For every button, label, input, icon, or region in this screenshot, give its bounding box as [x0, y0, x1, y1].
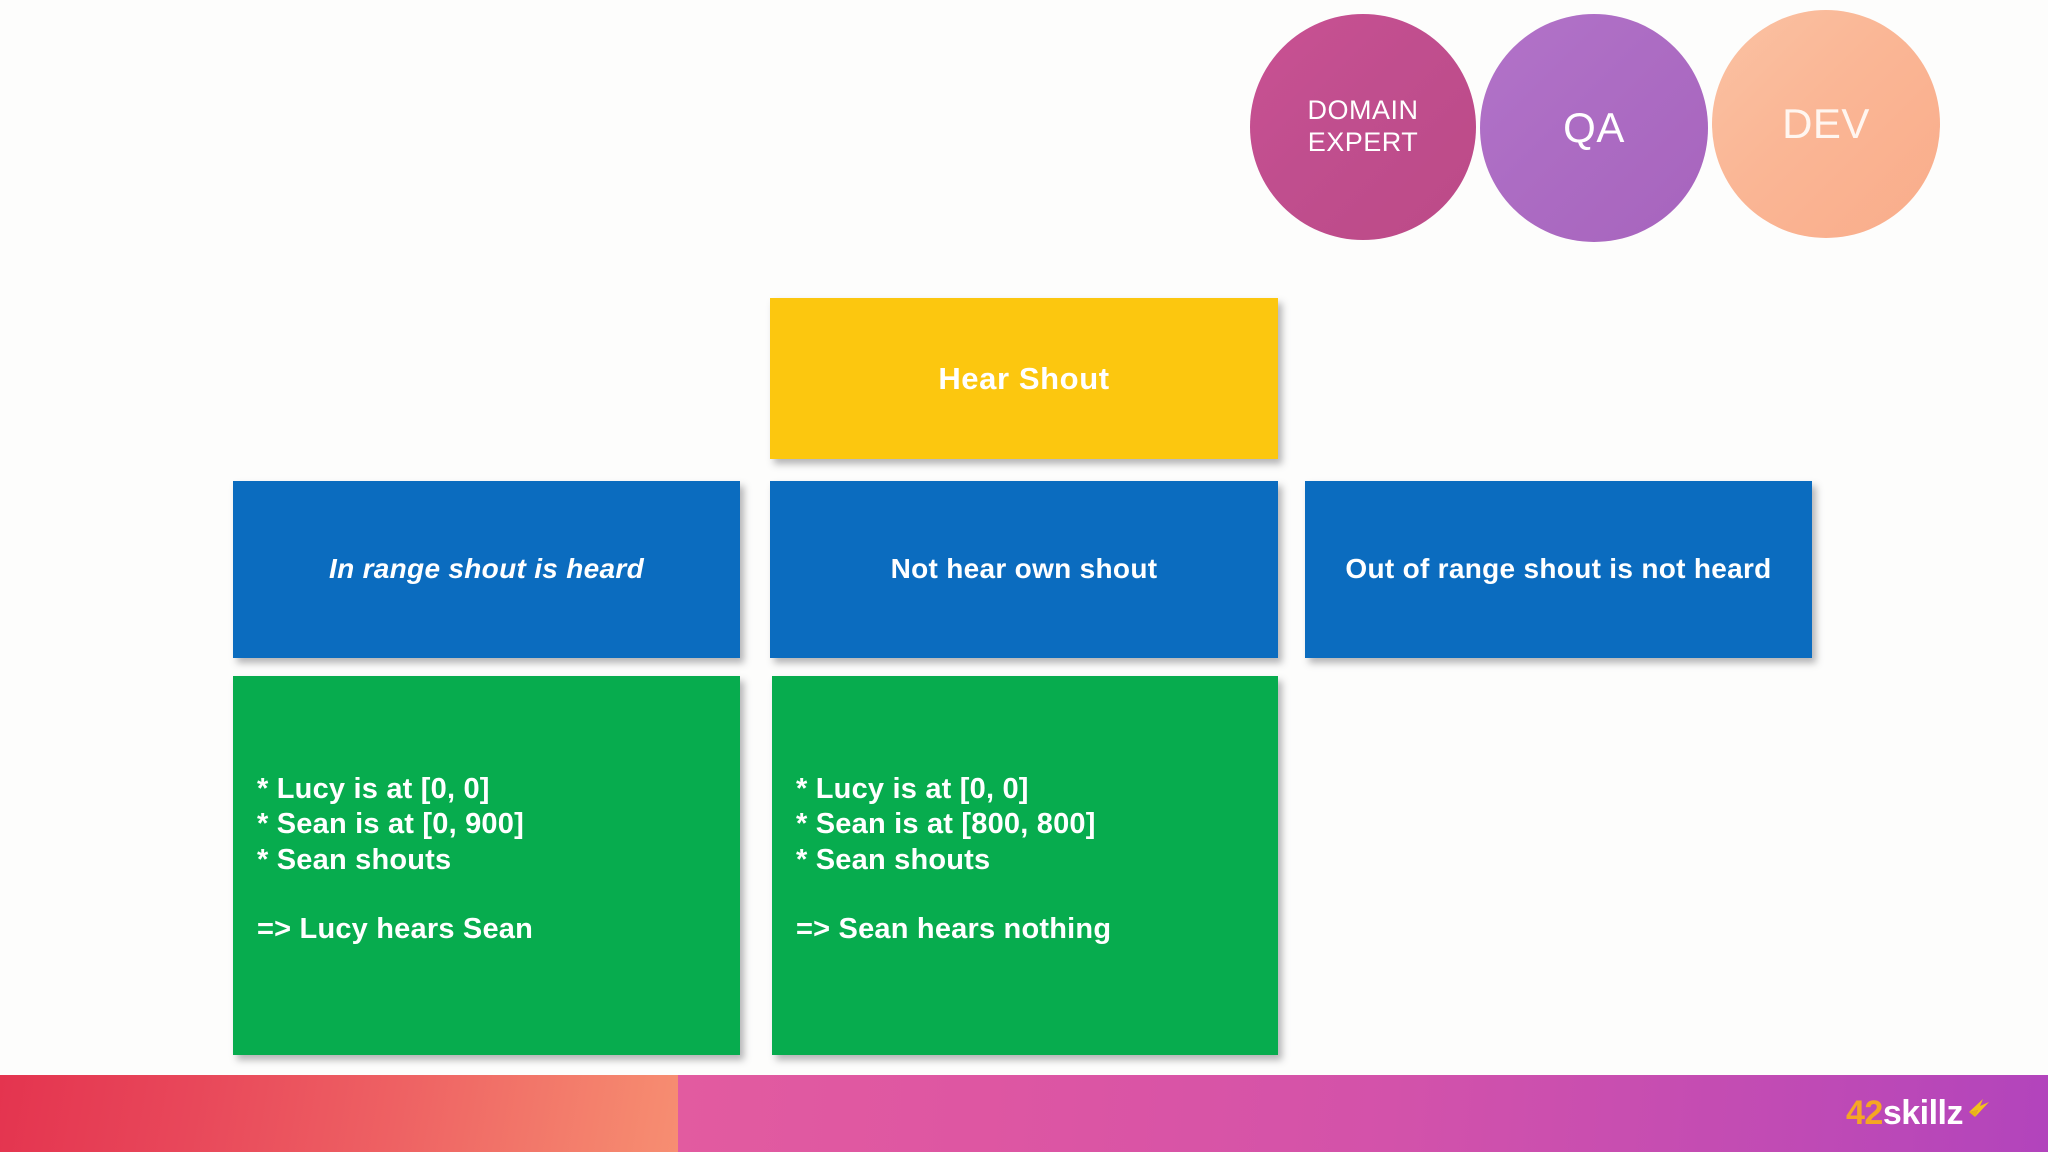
lightning-flag-icon: [1966, 1093, 1992, 1119]
example-line: * Lucy is at [0, 0]: [257, 773, 490, 805]
scenario-box-out-of-range: Out of range shout is not heard: [1305, 481, 1812, 658]
role-circle-qa: QA: [1480, 14, 1708, 242]
scenario-title-not-hear-own-shout: Not hear own shout: [890, 553, 1158, 585]
example-line: * Sean is at [0, 900]: [257, 808, 524, 841]
example-line: * Sean shouts: [796, 843, 991, 876]
scenario-box-not-hear-own-shout: Not hear own shout: [770, 481, 1278, 658]
example-box-not-hear-own-shout: * Lucy is at [0, 0] * Sean is at [800, 8…: [772, 676, 1278, 1055]
feature-title: Hear Shout: [938, 360, 1110, 396]
scenario-box-in-range: In range shout is heard: [233, 481, 740, 658]
role-label-dev: DEV: [1782, 100, 1870, 148]
role-circle-dev: DEV: [1712, 10, 1940, 238]
role-label-qa: QA: [1563, 104, 1625, 152]
example-line: * Sean is at [800, 800]: [796, 808, 1096, 841]
example-conclusion: => Lucy hears Sean: [257, 913, 534, 946]
role-label-line-2: EXPERT: [1307, 127, 1419, 157]
role-label-line-1: DOMAIN: [1307, 95, 1419, 126]
scenario-title-out-of-range: Out of range shout is not heard: [1345, 553, 1772, 585]
example-box-in-range: * Lucy is at [0, 0] * Sean is at [0, 900…: [233, 676, 740, 1055]
brand-logo-prefix: 42: [1846, 1094, 1883, 1132]
example-line: * Lucy is at [0, 0]: [796, 773, 1029, 805]
scenario-title-in-range: In range shout is heard: [329, 553, 644, 585]
role-label-domain-expert: DOMAIN EXPERT: [1308, 95, 1419, 159]
example-conclusion: => Sean hears nothing: [796, 913, 1112, 946]
role-circle-domain-expert: DOMAIN EXPERT: [1250, 14, 1476, 240]
example-line: * Sean shouts: [257, 843, 452, 876]
footer-gradient-warm: [0, 1075, 678, 1152]
brand-logo-suffix: skillz: [1882, 1094, 1964, 1132]
feature-box-hear-shout: Hear Shout: [770, 298, 1278, 459]
